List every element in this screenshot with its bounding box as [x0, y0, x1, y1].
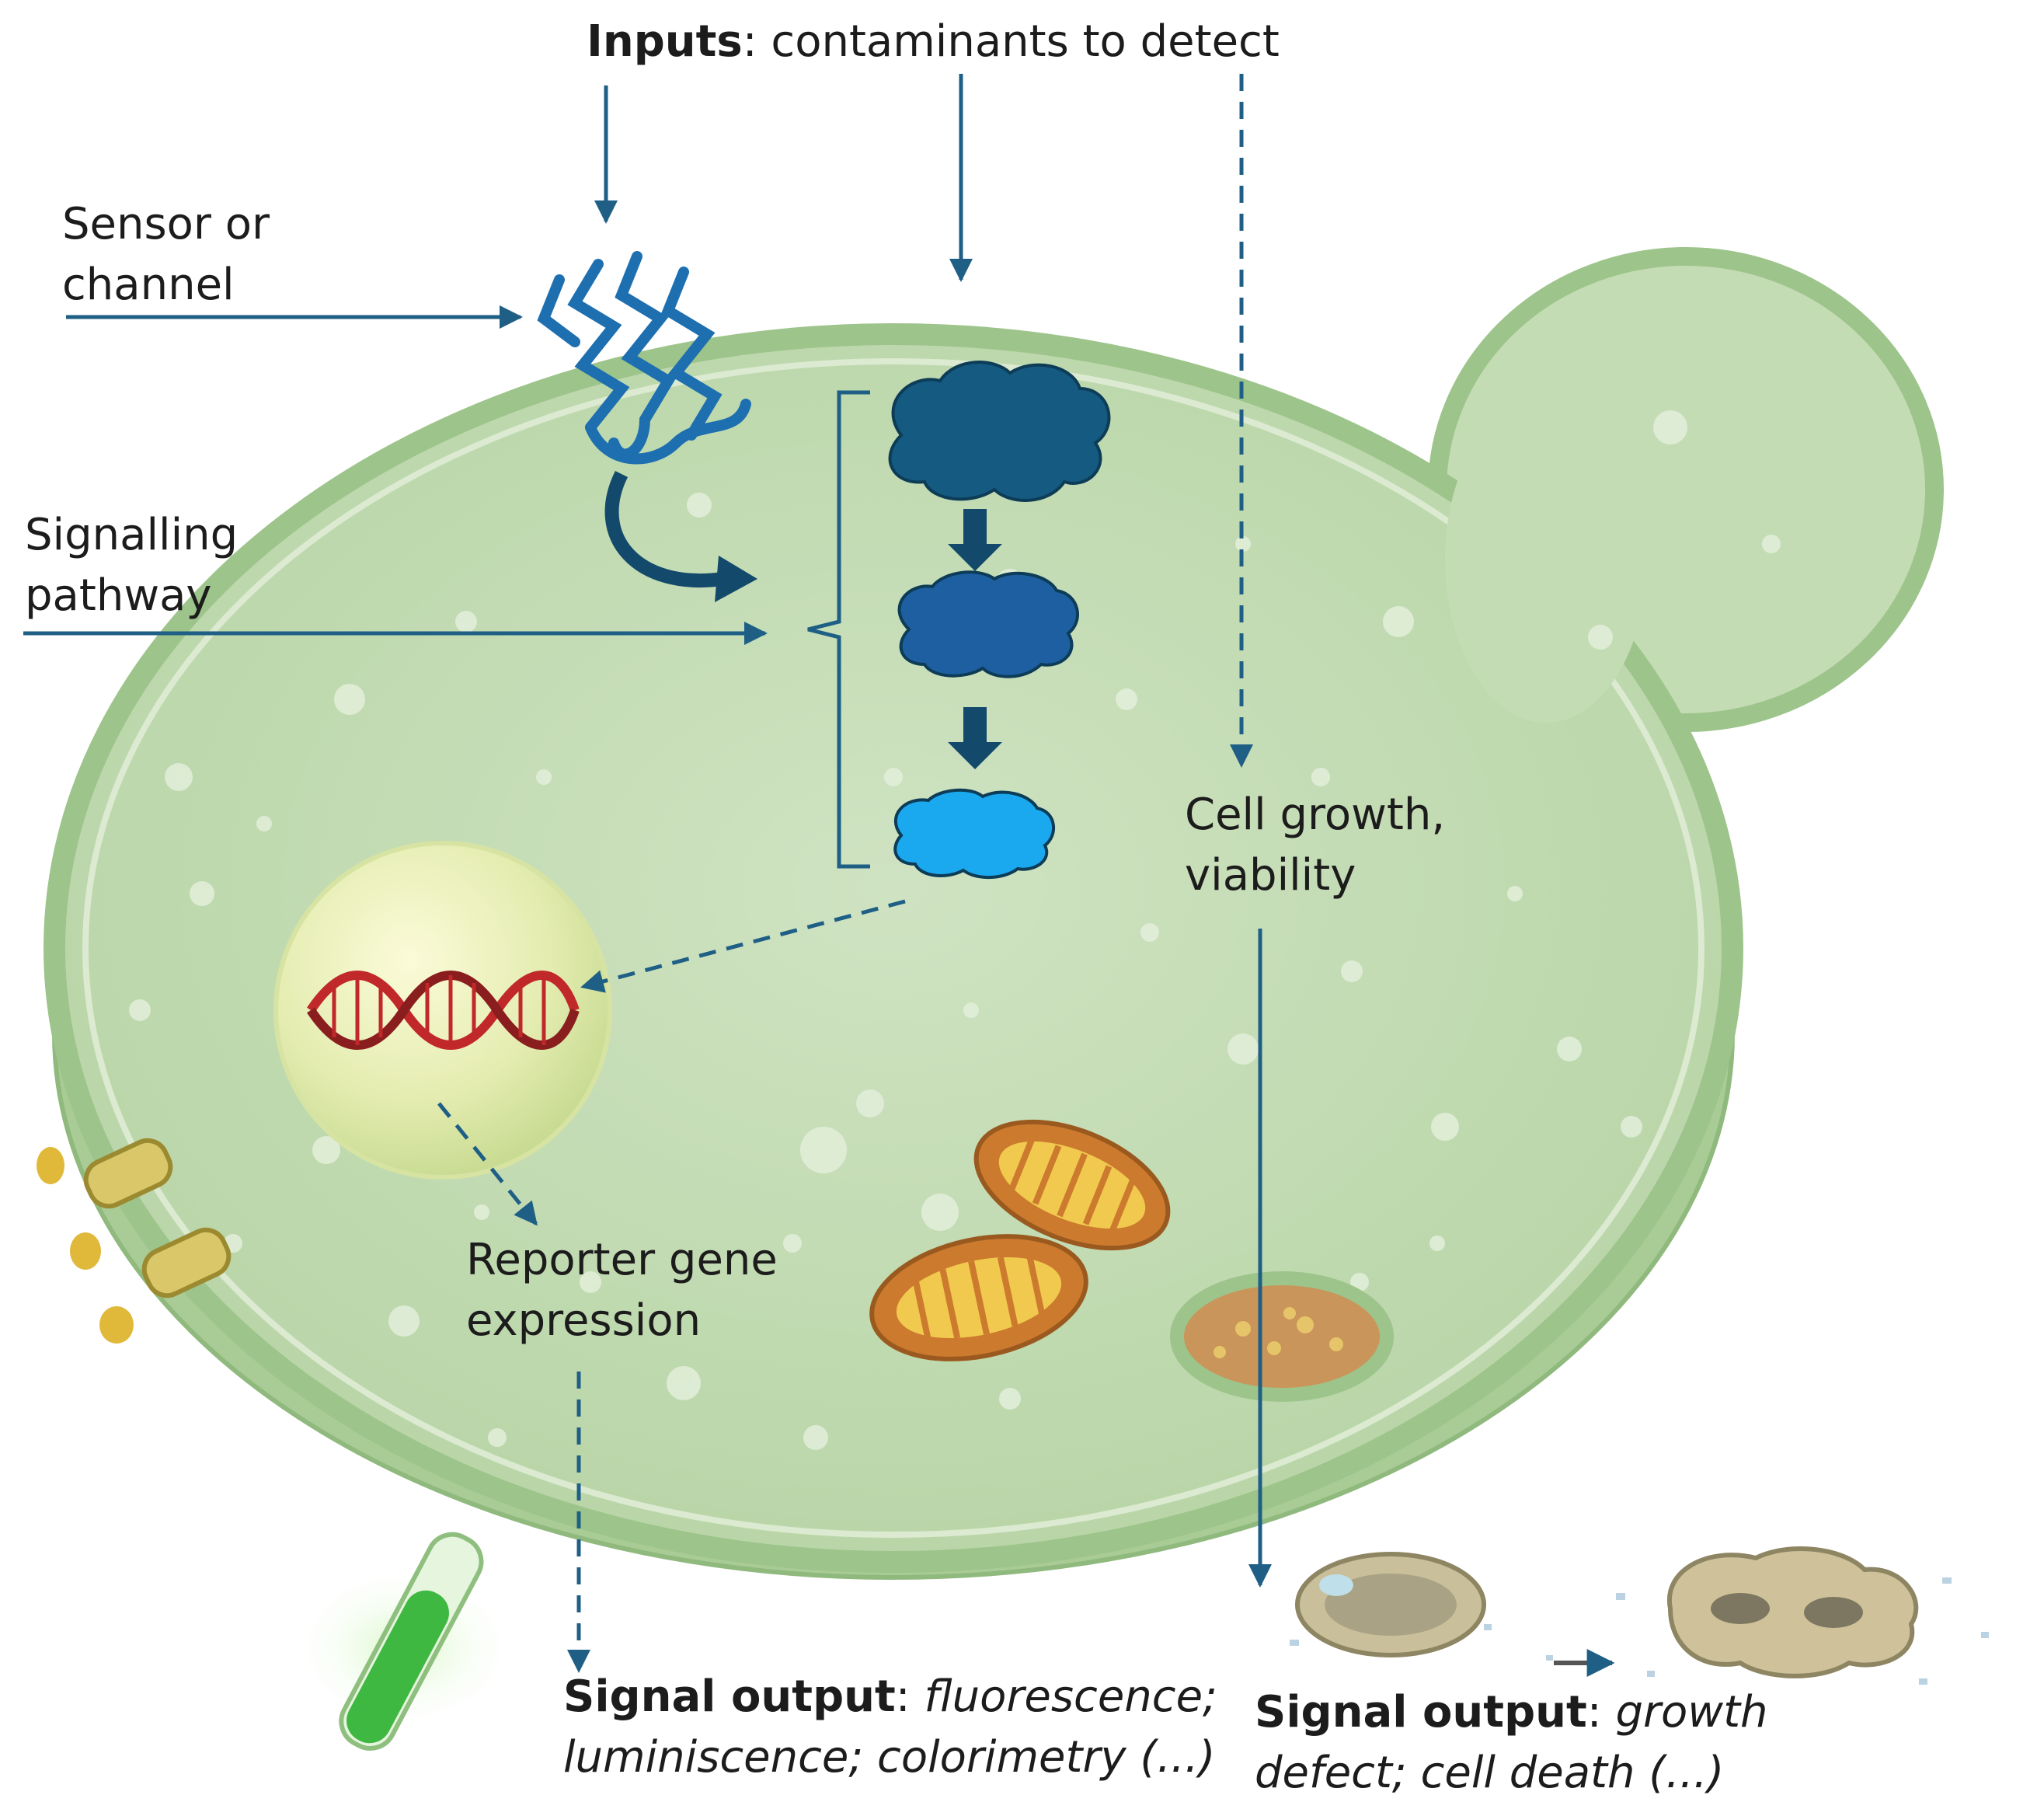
transported-molecules	[37, 1147, 134, 1344]
fluorescent-tube-icon	[287, 1532, 521, 1751]
arrows	[23, 74, 1272, 1673]
pathway-kinase-3	[893, 788, 1056, 880]
sensor-protein-icon	[537, 251, 751, 465]
growth-output-rest: :	[1586, 1687, 1616, 1738]
cell-inner-membrane	[82, 358, 1704, 1538]
damaged-cell-icon	[1295, 1552, 1486, 1657]
signalling-label: Signalling pathway	[25, 505, 238, 626]
growth-label-line2: viability	[1185, 850, 1356, 901]
growth-label-line1: Cell growth,	[1185, 789, 1446, 840]
growth-output-bold: Signal output	[1255, 1687, 1587, 1738]
dna-icon	[307, 971, 580, 1050]
pathway-step-arrows	[948, 509, 1002, 769]
yeast-cell	[37, 247, 1944, 1580]
fluorescence-output-label: Signal output: fluorescence; luminiscenc…	[563, 1667, 1217, 1788]
vacuole-granules	[1214, 1307, 1343, 1358]
vacuole	[1170, 1271, 1394, 1402]
curved-arrow-icon	[604, 470, 757, 602]
fluorescence-output-italic1: fluorescence;	[924, 1671, 1217, 1722]
cell-membrane	[44, 323, 1743, 1573]
sensor-label: Sensor or channel	[62, 194, 270, 315]
growth-label: Cell growth, viability	[1185, 785, 1445, 906]
sensor-label-line2: channel	[62, 260, 235, 310]
signalling-label-line2: pathway	[25, 570, 212, 621]
pathway-bracket	[807, 390, 870, 869]
growth-output-italic1: growth	[1615, 1687, 1768, 1738]
mitochondrion-icon	[869, 1234, 1088, 1361]
reporter-label-line2: expression	[466, 1295, 702, 1346]
inputs-label-bold: Inputs	[587, 16, 743, 67]
growth-output-italic2: defect; cell death (...)	[1255, 1748, 1725, 1798]
reporter-label-line1: Reporter gene	[466, 1235, 778, 1285]
membrane-transporter-icon	[83, 1138, 232, 1298]
inputs-label-rest: : contaminants to detect	[742, 16, 1280, 67]
debris-particles	[1290, 1577, 1989, 1685]
fluorescence-output-bold: Signal output	[563, 1671, 896, 1722]
bud-neck	[1445, 396, 1647, 723]
pathway-kinase-2	[897, 570, 1079, 678]
reporter-label: Reporter gene expression	[466, 1230, 778, 1351]
inputs-label: Inputs: contaminants to detect	[587, 12, 1280, 72]
fluorescence-output-italic2: luminiscence; colorimetry (...)	[563, 1732, 1216, 1783]
fluorescence-output-rest: :	[895, 1671, 925, 1722]
nucleus-to-reporter-arrow	[437, 1102, 538, 1226]
signalling-label-line1: Signalling	[25, 510, 239, 560]
mitochondrion-icon	[973, 1119, 1171, 1251]
sensor-label-line1: Sensor or	[62, 199, 270, 249]
pathway-kinase-1	[888, 361, 1111, 502]
dead-cell-icon	[1666, 1546, 1919, 1678]
nucleus	[273, 841, 612, 1180]
growth-output-label: Signal output: growth defect; cell death…	[1255, 1682, 1768, 1804]
